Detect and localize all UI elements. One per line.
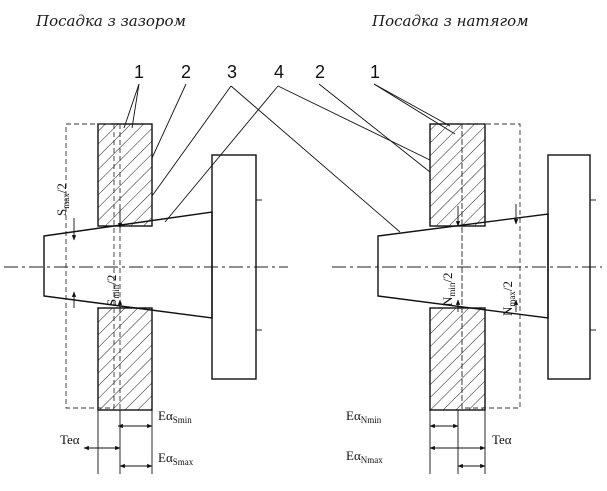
shaft-flange-right bbox=[547, 154, 591, 380]
clearance-fit-drawing bbox=[43, 123, 262, 474]
label-ea-nmin: EαNmin bbox=[346, 408, 382, 425]
callout-3: 3 bbox=[227, 62, 237, 82]
label-smin-half: Smin/2 bbox=[104, 275, 121, 306]
hub-lower-right bbox=[429, 307, 486, 411]
shaft-flange-left bbox=[211, 154, 257, 380]
interference-fit-drawing bbox=[377, 123, 596, 474]
label-te-left: Teα bbox=[60, 432, 80, 447]
callout-left-1: 1 bbox=[134, 62, 144, 82]
label-te-right: Teα bbox=[492, 432, 512, 447]
limit-contour-left bbox=[65, 123, 115, 409]
callout-right-2: 2 bbox=[315, 62, 325, 82]
label-nmax-half: Nmax/2 bbox=[500, 281, 517, 316]
label-nmin-half: Nmin/2 bbox=[440, 272, 457, 306]
callout-4: 4 bbox=[274, 62, 284, 82]
title-interference-fit: Посадка з натягом bbox=[371, 12, 529, 30]
shaft-cone-left bbox=[43, 211, 213, 319]
label-ea-nmax: EαNmax bbox=[346, 448, 383, 465]
leader-lines bbox=[123, 83, 456, 233]
title-clearance-fit: Посадка з зазором bbox=[35, 12, 186, 30]
callout-left-2: 2 bbox=[181, 62, 191, 82]
label-ea-smax: EαSmax bbox=[158, 450, 194, 467]
label-smax-half: Smax/2 bbox=[54, 183, 71, 216]
hub-upper-right bbox=[429, 123, 486, 227]
callout-right-1: 1 bbox=[370, 62, 380, 82]
label-ea-smin: EαSmin bbox=[158, 408, 192, 425]
hub-upper-left bbox=[97, 123, 153, 227]
hub-lower-left bbox=[97, 307, 153, 411]
shaft-cone-right bbox=[377, 213, 549, 319]
limit-contour-right bbox=[461, 123, 521, 409]
